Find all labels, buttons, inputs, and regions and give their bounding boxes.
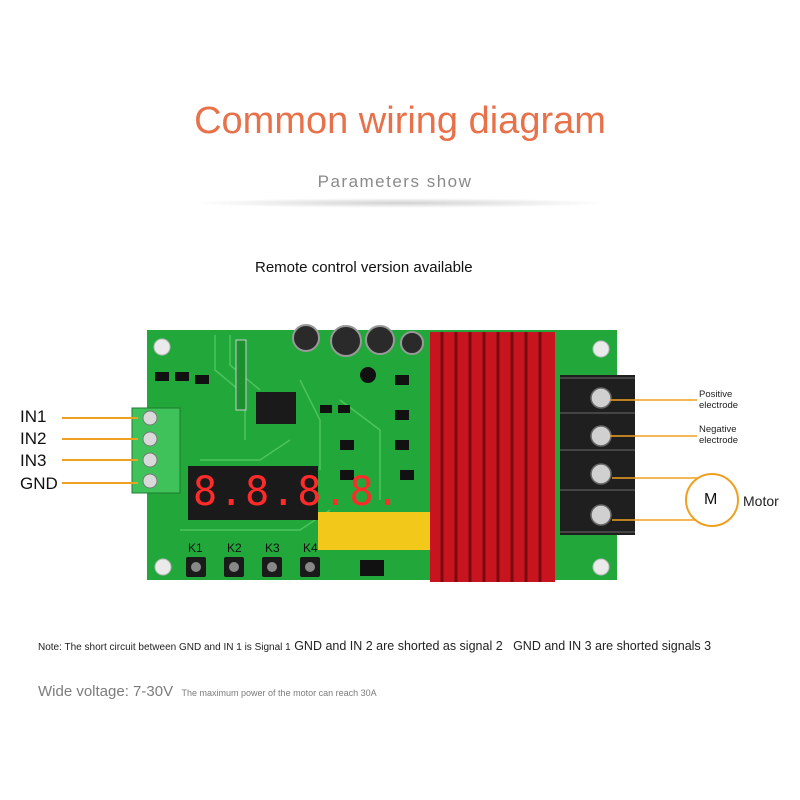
pcb-traces (180, 335, 381, 531)
microcontroller-chip (256, 392, 296, 424)
input-label-gnd: GND (20, 474, 58, 493)
motor-circle (685, 473, 739, 527)
key-label-k3: K3 (265, 541, 280, 555)
button-caps (191, 562, 315, 572)
output-screws (590, 387, 612, 526)
display-digits: 8.8.8.8. (193, 469, 402, 515)
key-label-k1: K1 (188, 541, 203, 555)
input-wires (62, 417, 138, 484)
wide-voltage: Wide voltage: 7-30V (38, 683, 174, 700)
voltage-row: Wide voltage: 7-30V The maximum power of… (38, 683, 377, 701)
motor-symbol: M (704, 491, 718, 508)
input-label-in2: IN2 (20, 429, 47, 448)
key-label-k4: K4 (303, 541, 318, 555)
terminal-dividers (560, 377, 635, 533)
input-label-in1: IN1 (20, 407, 47, 426)
divider-shadow (190, 198, 610, 208)
capacitors (292, 324, 424, 357)
seven-segment-display (188, 466, 318, 520)
buzzer (360, 367, 376, 383)
note-signal-2: GND and IN 2 are shorted as signal 2 (294, 639, 503, 653)
max-power-note: The maximum power of the motor can reach… (181, 688, 377, 698)
heatsink (430, 332, 555, 582)
notes-row: Note: The short circuit between GND and … (38, 639, 711, 653)
page-title: Common wiring diagram (194, 100, 606, 142)
heatsink-fins (440, 332, 542, 582)
note-signal-3: GND and IN 3 are shorted signals 3 (513, 639, 712, 653)
key-label-k2: K2 (227, 541, 242, 555)
input-label-in3: IN3 (20, 451, 47, 470)
pin-header (235, 339, 247, 411)
note-signal-1: Note: The short circuit between GND and … (38, 642, 291, 653)
motor-label: Motor (743, 493, 779, 509)
remote-control-note: Remote control version available (255, 259, 473, 276)
input-screws (142, 410, 158, 489)
page-subtitle: Parameters show (317, 172, 473, 191)
smd-components (155, 372, 414, 576)
mounting-holes (153, 338, 610, 576)
wiring-diagram (62, 324, 739, 582)
film-capacitor (318, 512, 430, 550)
